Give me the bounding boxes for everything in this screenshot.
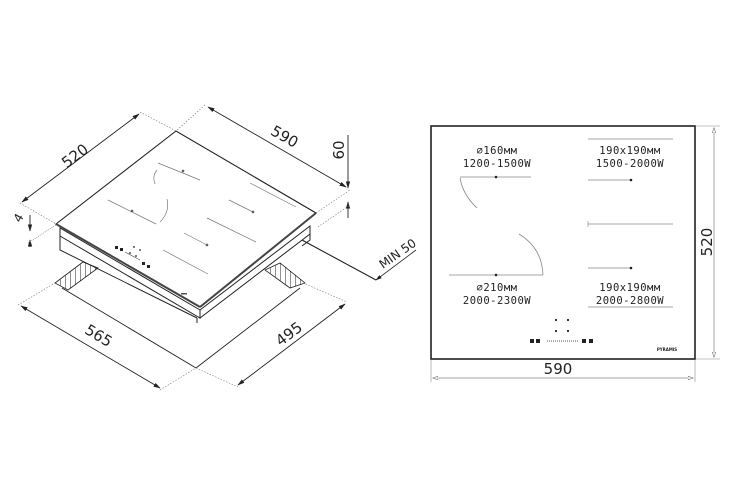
- zone-br-size: 190x190мм: [599, 282, 661, 294]
- dim-label-min-50: MIN 50: [377, 236, 419, 272]
- dim-top-width-590: 590: [430, 360, 696, 382]
- dim-top-depth-520: 520: [696, 125, 720, 360]
- dim-min-50: MIN 50: [301, 236, 419, 281]
- dim-label-590: 590: [268, 122, 302, 152]
- control-panel: [530, 318, 593, 343]
- brand-logo: PYRAMIS: [657, 347, 677, 352]
- dim-thickness-4: 4: [11, 211, 57, 247]
- zone-tr-power: 1500-2000W: [596, 158, 664, 170]
- zone-top-left: ∅160мм 1200-1500W: [459, 145, 531, 209]
- hob-glass-top: [55, 130, 317, 308]
- hob-outline: [430, 125, 696, 360]
- hob-body: [59, 224, 311, 323]
- dim-label-60: 60: [330, 140, 348, 159]
- zone-tr-size: 190x190мм: [599, 145, 661, 157]
- dim-label-top-520: 520: [698, 228, 716, 257]
- zone-top-right: 190x190мм 1500-2000W: [587, 138, 673, 227]
- cutout-hatch-right: [264, 262, 306, 289]
- iso-control-panel: [115, 246, 187, 295]
- isometric-view: 520 590 60 4 MIN 50: [11, 104, 419, 391]
- zone-tl-power: 1200-1500W: [463, 158, 531, 170]
- dim-label-top-590: 590: [544, 360, 573, 378]
- cutout-hatch-left: [54, 261, 99, 291]
- brand-label: PYRAMIS: [657, 347, 677, 352]
- zone-bl-size: ∅210мм: [477, 282, 518, 294]
- dim-height-60: 60: [315, 135, 351, 228]
- zone-bottom-right: 190x190мм 2000-2800W: [588, 266, 673, 308]
- zone-tl-size: ∅160мм: [477, 145, 518, 157]
- zone-bottom-left: ∅210мм 2000-2300W: [449, 233, 544, 307]
- zone-bl-power: 2000-2300W: [463, 295, 531, 307]
- dim-label-495: 495: [272, 318, 306, 350]
- zone-br-power: 2000-2800W: [596, 295, 664, 307]
- dim-label-565: 565: [82, 321, 116, 351]
- top-view: ∅160мм 1200-1500W 190x190мм 1500-2000W ∅…: [430, 125, 720, 382]
- dim-label-4: 4: [11, 211, 27, 225]
- dim-label-520: 520: [58, 140, 92, 172]
